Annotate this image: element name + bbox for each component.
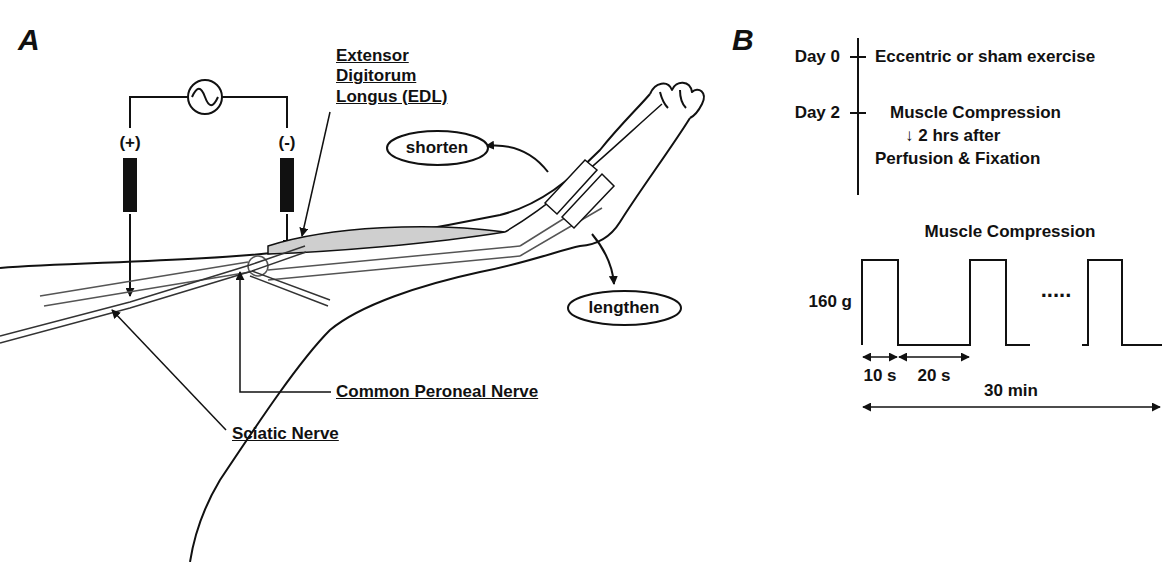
- ellipsis-dots: .....: [1041, 277, 1072, 303]
- time-value: 20 s: [917, 366, 950, 386]
- day-label: Day 2: [795, 103, 840, 123]
- leader-line: [112, 112, 331, 430]
- nerve-name: Common Peroneal Nerve: [336, 382, 538, 402]
- time-value: 30 min: [984, 381, 1038, 401]
- timeline: [850, 38, 866, 195]
- electrode-sign: (-): [279, 133, 296, 153]
- time-value: 10 s: [863, 366, 896, 386]
- timeline-event: Muscle Compression: [890, 103, 1061, 123]
- stimulator: [130, 80, 287, 128]
- muscle-name: Extensor Digitorum Longus (EDL): [336, 46, 454, 107]
- leg-outline: [0, 83, 704, 562]
- motion-label: shorten: [406, 138, 468, 158]
- dimension-arrow: [863, 357, 1160, 407]
- timeline-event: Perfusion & Fixation: [875, 149, 1040, 169]
- day-label: Day 0: [795, 47, 840, 67]
- panel-letter: A: [18, 22, 40, 58]
- bone: [40, 196, 602, 306]
- nerve-name: Sciatic Nerve: [232, 424, 339, 444]
- force-value: 160 g: [809, 292, 852, 312]
- motion-ellipse: shorten: [386, 130, 489, 166]
- timeline-event: Eccentric or sham exercise: [875, 47, 1095, 67]
- motion-arrow: [486, 146, 614, 284]
- nerve: [0, 246, 330, 343]
- timeline-event: ↓ 2 hrs after: [905, 126, 1000, 146]
- compression-waveform: [862, 260, 1162, 345]
- motion-label: lengthen: [589, 298, 660, 318]
- foot-band: [545, 160, 614, 228]
- edl-muscle: [268, 104, 662, 254]
- electrode: [123, 158, 294, 296]
- panel-letter: B: [732, 22, 754, 58]
- electrode-sign: (+): [119, 133, 140, 153]
- panel-heading: Muscle Compression: [925, 222, 1096, 242]
- motion-ellipse: lengthen: [567, 290, 682, 326]
